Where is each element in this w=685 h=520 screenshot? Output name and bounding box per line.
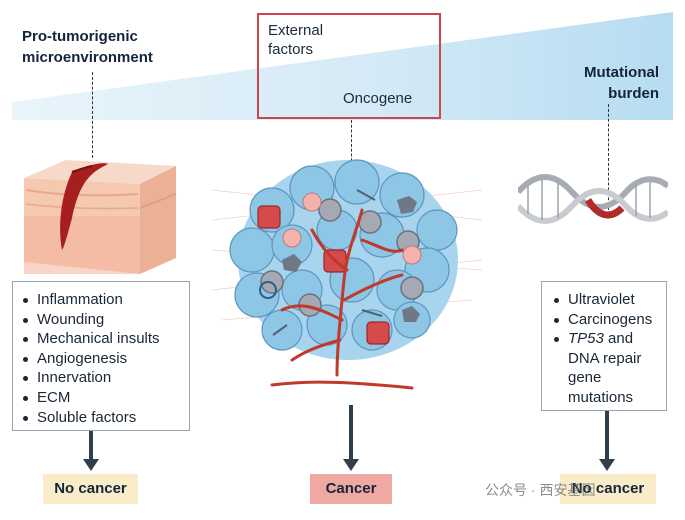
- oncogene-label: Oncogene: [343, 90, 413, 107]
- list-item-continuation: mutations: [568, 388, 634, 406]
- external-factors-frame: [257, 13, 441, 119]
- watermark: 公众号 · 西安基因: [485, 482, 596, 498]
- cancer-label: Cancer: [310, 474, 392, 504]
- gradient-band: [12, 12, 673, 120]
- list-item: Soluble factors: [23, 408, 189, 428]
- skin-wound-illustration: [24, 160, 177, 274]
- microenvironment-title: Pro-tumorigenic microenvironment: [22, 28, 153, 66]
- list-item: ECM: [23, 388, 189, 408]
- left-arrow-shaft: [89, 431, 93, 461]
- mutational-factors-box: Ultraviolet Carcinogens TP53 and DNA rep…: [541, 281, 667, 411]
- list-item-continuation: gene: [568, 369, 602, 387]
- mutational-factors-list: Ultraviolet Carcinogens TP53 and DNA rep…: [554, 290, 666, 408]
- list-item: Angiogenesis: [23, 349, 189, 369]
- list-item-continuation: DNA repair: [568, 349, 642, 367]
- list-item: TP53 and: [554, 329, 666, 349]
- right-dashed-connector: [608, 104, 609, 210]
- center-arrow-head: [343, 459, 359, 471]
- center-dashed-connector: [351, 120, 352, 166]
- list-item: Innervation: [23, 368, 189, 388]
- tp53-gene-name: TP53: [568, 330, 604, 348]
- right-arrow-head: [599, 459, 615, 471]
- mutational-burden-title: Mutational burden: [584, 64, 659, 102]
- list-item: Inflammation: [23, 290, 189, 310]
- left-arrow-head: [83, 459, 99, 471]
- no-cancer-label-left: No cancer: [43, 474, 138, 504]
- list-item: Carcinogens: [554, 310, 666, 330]
- tp53-suffix: and: [603, 330, 634, 348]
- list-item: Ultraviolet: [554, 290, 666, 310]
- tumor-illustration: [212, 159, 482, 390]
- center-arrow-shaft: [349, 405, 353, 461]
- list-item: Wounding: [23, 310, 189, 330]
- left-dashed-connector: [92, 72, 93, 158]
- dna-helix-illustration: [518, 174, 668, 224]
- no-cancer-label-right: No cancer: [560, 474, 656, 504]
- list-item: Mechanical insults: [23, 329, 189, 349]
- right-arrow-shaft: [605, 411, 609, 461]
- external-factors-label: External factors: [268, 22, 324, 58]
